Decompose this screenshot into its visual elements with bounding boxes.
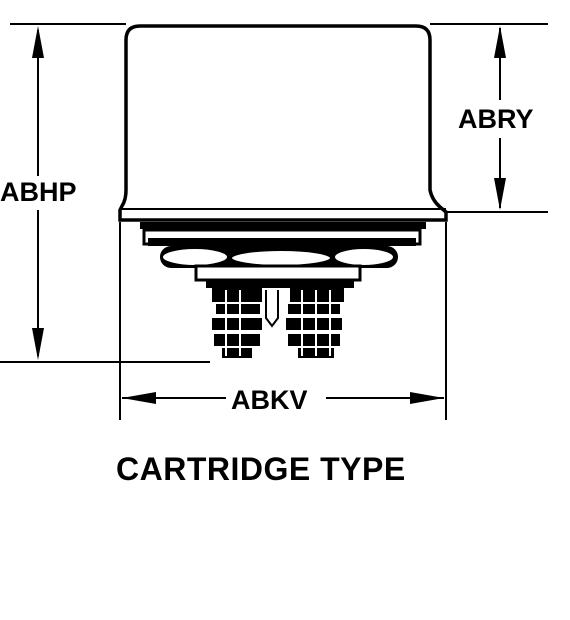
label-abkv: ABKV — [231, 385, 308, 415]
label-abry: ABRY — [458, 104, 534, 134]
dimension-abkv — [119, 222, 447, 420]
terminal-pins — [212, 288, 344, 358]
cartridge-housing — [118, 24, 448, 222]
cartridge-base — [140, 222, 426, 246]
dimension-abhp — [0, 23, 210, 363]
dimension-abry — [430, 23, 548, 213]
diagram-caption: CARTRIDGE TYPE — [116, 451, 406, 487]
neck-plate — [194, 264, 362, 288]
seal-lobes — [160, 246, 398, 268]
label-abhp: ABHP — [0, 177, 77, 207]
